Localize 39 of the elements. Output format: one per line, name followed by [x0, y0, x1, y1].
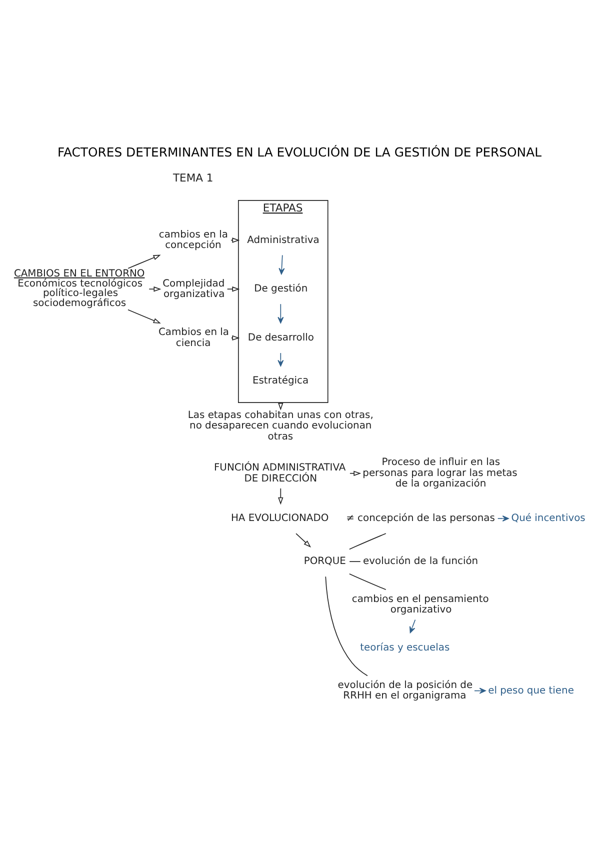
arrow: [278, 352, 284, 366]
node-text: el peso que tiene: [488, 684, 574, 696]
node-text: PORQUE: [304, 556, 346, 567]
node-text: Administrativa: [247, 234, 320, 246]
node-text: De desarrollo: [248, 332, 314, 344]
node-text: FUNCIÓN ADMINISTRATIVA DE DIRECCIÓN: [214, 462, 346, 484]
node-text: evolución de la función: [363, 556, 478, 567]
arrow: [278, 402, 284, 410]
diagram-title: FACTORES DETERMINANTES EN LA EVOLUCIÓN DE LA GESTIÓN DE PERSONAL: [58, 144, 542, 160]
arrow: [128, 308, 161, 323]
node-text: De gestión: [254, 283, 308, 294]
node-text: Complejidad organizativa: [162, 278, 225, 300]
node-text: evolución de la posición de RRHH en el organigrama: [338, 679, 473, 702]
node-text: cambios en el pensamiento organizativo: [352, 593, 489, 616]
connector: [349, 560, 361, 562]
arrow: [278, 254, 285, 274]
node-text: HA EVOLUCIONADO: [230, 512, 329, 524]
arrow: [278, 303, 284, 323]
node-text: Estratégica: [252, 375, 309, 386]
arrow: [148, 286, 162, 292]
arrow: [226, 286, 240, 292]
node-text: Cambios en la ciencia: [158, 326, 230, 348]
node-text: Las etapas cohabitan unas con otras, no desaparecen cuando evolucionan otras: [188, 409, 374, 442]
arrow: [497, 514, 509, 522]
arrow: [296, 532, 312, 547]
arrow: [278, 488, 284, 504]
connector: [349, 532, 386, 550]
node-text: CAMBIOS EN EL ENTORNO Económicos tecnológicos político-legales sociodemográficos: [14, 268, 145, 309]
node-text: Proceso de influir en las personas para lograr las metas de la organización: [362, 456, 518, 490]
connector: [349, 572, 386, 590]
label: TEMA 1: [172, 171, 214, 184]
node-text: cambios en la concepción: [158, 228, 228, 251]
node-text: Qué incentivos: [511, 512, 586, 524]
arrow: [350, 470, 362, 476]
connector: [325, 576, 368, 676]
node-text: teorías y escuelas: [360, 642, 450, 653]
arrow: [409, 618, 416, 633]
node-text: ≠ concepción de las personas: [346, 512, 495, 524]
arrow: [128, 254, 161, 268]
